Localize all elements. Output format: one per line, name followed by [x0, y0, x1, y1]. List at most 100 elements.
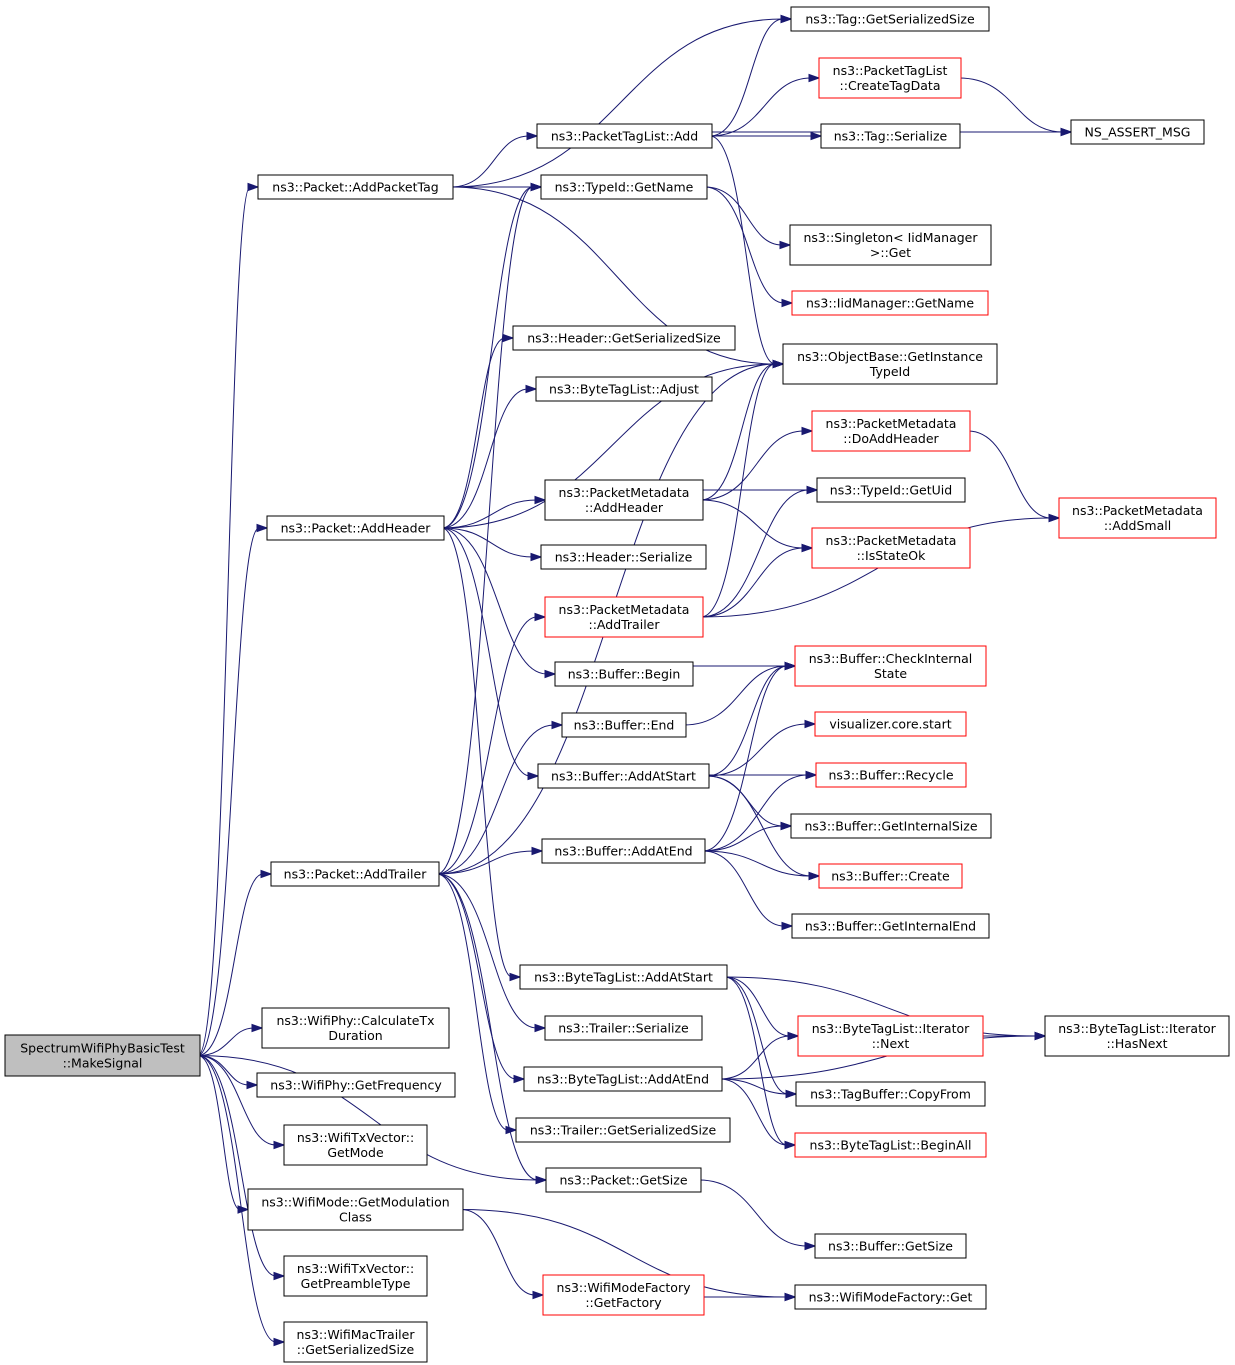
node-pm-do-add-header[interactable]: ns3::PacketMetadata::DoAddHeader [811, 410, 971, 452]
edge-pm-add-header-to-pm-do-add-header [700, 426, 814, 501]
node-pm-is-state-ok[interactable]: ns3::PacketMetadata::IsStateOk [811, 527, 971, 569]
node-btl-adjust[interactable]: ns3::ByteTagList::Adjust [535, 376, 713, 402]
node-label: ::AddHeader [585, 500, 664, 515]
node-btl-begin-all[interactable]: ns3::ByteTagList::BeginAll [794, 1132, 987, 1158]
node-pm-add-header[interactable]: ns3::PacketMetadata::AddHeader [544, 479, 704, 521]
node-btl-add-at-start[interactable]: ns3::ByteTagList::AddAtStart [519, 964, 728, 990]
node-label: >::Get [870, 245, 911, 260]
node-label: ns3::WifiTxVector:: [297, 1130, 414, 1145]
edge-type-id-get-name-to-singleton-get [704, 186, 792, 250]
node-buf-create[interactable]: ns3::Buffer::Create [818, 863, 963, 889]
node-btl-iter-has-next[interactable]: ns3::ByteTagList::Iterator::HasNext [1044, 1015, 1230, 1057]
node-header-size[interactable]: ns3::Header::GetSerializedSize [512, 325, 736, 351]
node-label: ns3::Buffer::GetInternalSize [804, 819, 977, 834]
node-buf-get-size[interactable]: ns3::Buffer::GetSize [814, 1233, 967, 1259]
node-label: ns3::ByteTagList::Adjust [549, 382, 699, 397]
node-box [561, 712, 687, 738]
node-buf-begin[interactable]: ns3::Buffer::Begin [554, 661, 694, 687]
node-buf-add-at-end[interactable]: ns3::Buffer::AddAtEnd [541, 838, 706, 864]
node-box [794, 1132, 987, 1158]
node-box [519, 964, 728, 990]
node-buf-add-at-start[interactable]: ns3::Buffer::AddAtStart [537, 763, 710, 789]
edge-arrowhead [781, 298, 794, 308]
node-label: ns3::Trailer::Serialize [558, 1021, 689, 1036]
node-type-id-get-uid[interactable]: ns3::TypeId::GetUid [816, 477, 966, 503]
edge-line [709, 77, 812, 137]
edge-pm-do-add-header-to-pm-add-small [967, 430, 1061, 523]
node-label: ns3::TypeId::GetName [555, 180, 694, 195]
edge-line [724, 976, 791, 1037]
node-wmf-get[interactable]: ns3::WifiModeFactory::Get [794, 1284, 987, 1310]
edge-pm-add-header-to-type-id-get-uid [701, 485, 819, 495]
node-label: ns3::Buffer::Recycle [828, 768, 953, 783]
node-header-serialize[interactable]: ns3::Header::Serialize [540, 544, 707, 570]
node-label: ns3::PacketMetadata [826, 533, 957, 548]
node-box [4, 1034, 201, 1077]
node-add-packet-tag[interactable]: ns3::Packet::AddPacketTag [257, 174, 454, 200]
node-buf-recycle[interactable]: ns3::Buffer::Recycle [815, 762, 967, 788]
node-box [540, 544, 707, 570]
edge-line [197, 1055, 277, 1277]
node-label: ns3::ObjectBase::GetInstance [797, 349, 983, 364]
node-trailer-serialize[interactable]: ns3::Trailer::Serialize [544, 1015, 703, 1041]
node-label: ns3::Tag::Serialize [834, 129, 948, 144]
node-trailer-size[interactable]: ns3::Trailer::GetSerializedSize [515, 1117, 731, 1143]
node-box [794, 645, 987, 687]
node-btl-iter-next[interactable]: ns3::ByteTagList::Iterator::Next [797, 1015, 984, 1057]
edge-btl-add-at-end-to-btl-iter-next [719, 1031, 800, 1080]
edge-line [700, 499, 805, 549]
edge-line [724, 976, 788, 1146]
edge-line [709, 18, 784, 137]
node-label: ns3::ByteTagList::BeginAll [810, 1138, 972, 1153]
node-label: ns3::Buffer::AddAtStart [551, 769, 696, 784]
node-label: ::GetSerializedSize [297, 1342, 415, 1357]
edge-line [436, 873, 509, 1131]
node-box [515, 1117, 731, 1143]
edge-arrowhead [513, 1074, 526, 1084]
edge-ptl-add-to-tag-size [709, 14, 793, 137]
node-box [782, 343, 998, 385]
node-tag-buf-copy-from[interactable]: ns3::TagBuffer::CopyFrom [795, 1081, 986, 1107]
node-iid-get-name[interactable]: ns3::IidManager::GetName [791, 290, 989, 316]
node-tag-serialize[interactable]: ns3::Tag::Serialize [820, 123, 961, 149]
edge-line [450, 18, 784, 188]
node-singleton-get[interactable]: ns3::Singleton< IidManager>::Get [789, 224, 992, 266]
node-btl-add-at-end[interactable]: ns3::ByteTagList::AddAtEnd [523, 1066, 723, 1092]
node-label: ns3::WifiMacTrailer [297, 1327, 416, 1342]
edge-arrowhead [246, 1080, 259, 1090]
edge-arrowhead [530, 552, 543, 562]
edge-line [450, 135, 530, 188]
edge-line [197, 1055, 539, 1181]
node-buf-get-internal-size[interactable]: ns3::Buffer::GetInternalSize [790, 813, 992, 839]
edge-arrowhead [273, 1140, 286, 1150]
node-label: Duration [328, 1028, 382, 1043]
node-packet-get-size[interactable]: ns3::Packet::GetSize [545, 1167, 702, 1193]
node-get-mode[interactable]: ns3::WifiTxVector::GetMode [283, 1124, 428, 1166]
node-add-header[interactable]: ns3::Packet::AddHeader [266, 515, 445, 541]
node-ns-assert-msg[interactable]: NS_ASSERT_MSG [1070, 119, 1205, 145]
node-buf-get-internal-end[interactable]: ns3::Buffer::GetInternalEnd [791, 913, 990, 939]
edge-line [197, 1055, 241, 1210]
node-viz-start[interactable]: visualizer.core.start [814, 711, 967, 737]
edge-root-to-get-preamble [197, 1055, 286, 1281]
node-add-trailer[interactable]: ns3::Packet::AddTrailer [270, 861, 440, 887]
edge-add-trailer-to-pm-add-trailer [436, 612, 547, 875]
edge-root-to-get-mode [197, 1055, 286, 1150]
node-ptl-create-tag-data[interactable]: ns3::PacketTagList::CreateTagData [818, 57, 962, 99]
node-root[interactable]: SpectrumWifiPhyBasicTest::MakeSignal [4, 1034, 201, 1077]
node-pm-add-small[interactable]: ns3::PacketMetadata::AddSmall [1058, 497, 1217, 539]
node-buf-end[interactable]: ns3::Buffer::End [561, 712, 687, 738]
node-get-preamble[interactable]: ns3::WifiTxVector::GetPreambleType [283, 1255, 428, 1297]
node-pm-add-trailer[interactable]: ns3::PacketMetadata::AddTrailer [544, 596, 704, 638]
node-get-frequency[interactable]: ns3::WifiPhy::GetFrequency [256, 1072, 456, 1098]
node-ptl-add[interactable]: ns3::PacketTagList::Add [536, 123, 713, 149]
node-tag-size[interactable]: ns3::Tag::GetSerializedSize [790, 6, 990, 32]
edge-buf-add-at-start-to-viz-start [706, 719, 817, 777]
node-mac-trailer-size[interactable]: ns3::WifiMacTrailer::GetSerializedSize [283, 1321, 428, 1363]
node-wmf-get-factory[interactable]: ns3::WifiModeFactory::GetFactory [542, 1274, 705, 1316]
node-type-id-get-name[interactable]: ns3::TypeId::GetName [540, 174, 708, 200]
